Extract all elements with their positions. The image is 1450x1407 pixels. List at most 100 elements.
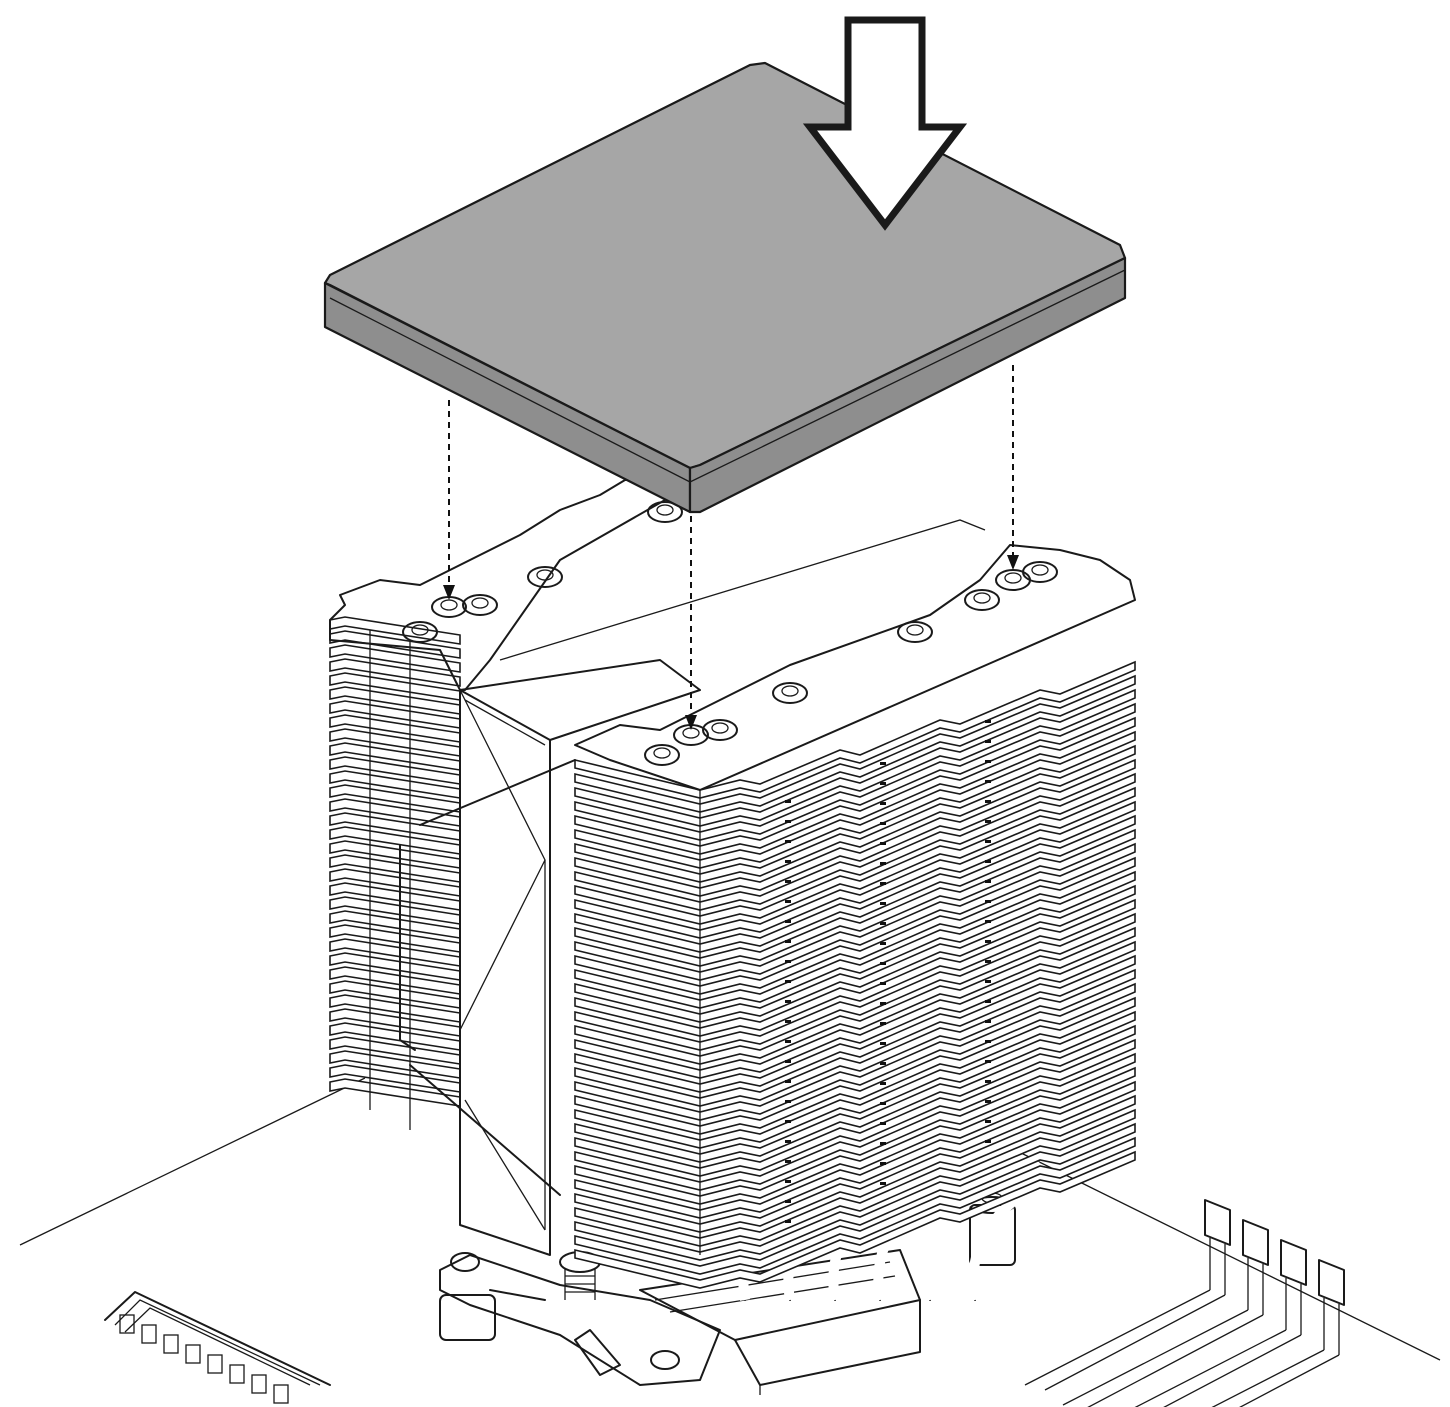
- fin-notch: [880, 1082, 886, 1085]
- fin-notch: [785, 840, 791, 843]
- fin: [574, 912, 1136, 1051]
- fin: [574, 814, 1136, 953]
- fin: [574, 758, 1136, 897]
- ram-slot-line: [1239, 1354, 1340, 1407]
- fin-notch: [785, 1000, 791, 1003]
- mounting-post-icon: [644, 744, 680, 766]
- ram-slot: [1209, 1238, 1226, 1295]
- fin-notch: [785, 920, 791, 923]
- fin-notch: [985, 760, 991, 763]
- fin-notch: [985, 980, 991, 983]
- ram-slot-tooth: [251, 1374, 267, 1394]
- fin-notch: [985, 1120, 991, 1123]
- post-hole: [653, 747, 671, 759]
- ram-slot-line: [1211, 1349, 1325, 1407]
- fin: [574, 786, 1136, 925]
- fin-notch: [880, 1002, 886, 1005]
- fin: [574, 1010, 1136, 1149]
- fin-notch: [880, 782, 886, 785]
- fin: [574, 674, 1136, 813]
- fin-notch: [785, 980, 791, 983]
- fin-notch: [785, 1220, 791, 1223]
- mounting-post-icon: [647, 501, 683, 523]
- heatpipe-fill: [968, 1157, 1040, 1301]
- ram-slot-tooth: [163, 1334, 179, 1354]
- ram-slot-line: [1062, 1309, 1249, 1406]
- fin-notch: [785, 960, 791, 963]
- fin-notch: [880, 1142, 886, 1145]
- heatpipe-fill: [783, 1157, 855, 1301]
- fin-notch: [880, 1162, 886, 1165]
- fin: [574, 716, 1136, 855]
- fin-notch: [785, 1100, 791, 1103]
- screw-icon: [450, 1252, 480, 1272]
- fin: [574, 926, 1136, 1065]
- fin-notch: [985, 860, 991, 863]
- ram-slot-tooth: [141, 1324, 157, 1344]
- fin: [574, 828, 1136, 967]
- mounting-post-icon: [702, 719, 738, 741]
- fin-notch: [785, 1160, 791, 1163]
- motherboard-outline: [19, 1077, 1441, 1361]
- ram-latch-icon: [1318, 1259, 1345, 1306]
- fin: [574, 968, 1136, 1107]
- screw-icon: [650, 1350, 680, 1370]
- fin: [574, 898, 1136, 1037]
- top-cover-plate: [323, 61, 1127, 514]
- mounting-post-icon: [897, 621, 933, 643]
- fin: [574, 1108, 1136, 1247]
- fin-notch: [985, 880, 991, 883]
- post-hole: [711, 722, 729, 734]
- fin-notch: [985, 1140, 991, 1143]
- fin-notch: [785, 800, 791, 803]
- mounting-post-icon: [462, 594, 498, 616]
- fin: [574, 954, 1136, 1093]
- fin-notch: [985, 720, 991, 723]
- alignment-guides: [443, 365, 1019, 730]
- ram-slots-right: [1024, 1199, 1345, 1407]
- fin: [574, 688, 1136, 827]
- fin: [574, 870, 1136, 1009]
- ram-latch-icon: [1204, 1199, 1231, 1246]
- fin-notch: [785, 1020, 791, 1023]
- fin: [574, 772, 1136, 911]
- fin-notch: [985, 1100, 991, 1103]
- fin-notch: [985, 1040, 991, 1043]
- cpu-socket: [639, 1249, 921, 1395]
- fin-notch: [880, 962, 886, 965]
- post-hole: [536, 569, 554, 581]
- fin-notch: [785, 820, 791, 823]
- fin: [574, 842, 1136, 981]
- fin-notch: [785, 1180, 791, 1183]
- fin-notch: [785, 1200, 791, 1203]
- fin-notch: [880, 982, 886, 985]
- guide-arrowhead-icon: [685, 715, 697, 730]
- ram-slots-left: [104, 1291, 331, 1404]
- fin: [574, 744, 1136, 883]
- fin-notch: [880, 922, 886, 925]
- fin-notch: [985, 840, 991, 843]
- post-hole: [906, 624, 924, 636]
- ram-slot: [1247, 1258, 1264, 1315]
- fin-notch: [985, 780, 991, 783]
- fin-notch: [880, 822, 886, 825]
- fin-notch: [785, 1120, 791, 1123]
- fin-stack-left: [329, 616, 461, 1130]
- mounting-post-icon: [772, 682, 808, 704]
- fin: [574, 1150, 1136, 1289]
- heatsink-top-right: [574, 544, 1136, 1255]
- ram-slot-tooth: [229, 1364, 245, 1384]
- heatpipe-edge: [369, 630, 411, 1130]
- fin-notch: [985, 820, 991, 823]
- fin-notch: [785, 1040, 791, 1043]
- fin-notch: [880, 802, 886, 805]
- fin: [574, 730, 1136, 869]
- ram-slot-tooth: [185, 1344, 201, 1364]
- fin-notch: [985, 940, 991, 943]
- fin-notch: [785, 860, 791, 863]
- fin-notch: [785, 1060, 791, 1063]
- fin: [574, 800, 1136, 939]
- mounting-post-icon: [527, 566, 563, 588]
- fin-notch: [785, 1080, 791, 1083]
